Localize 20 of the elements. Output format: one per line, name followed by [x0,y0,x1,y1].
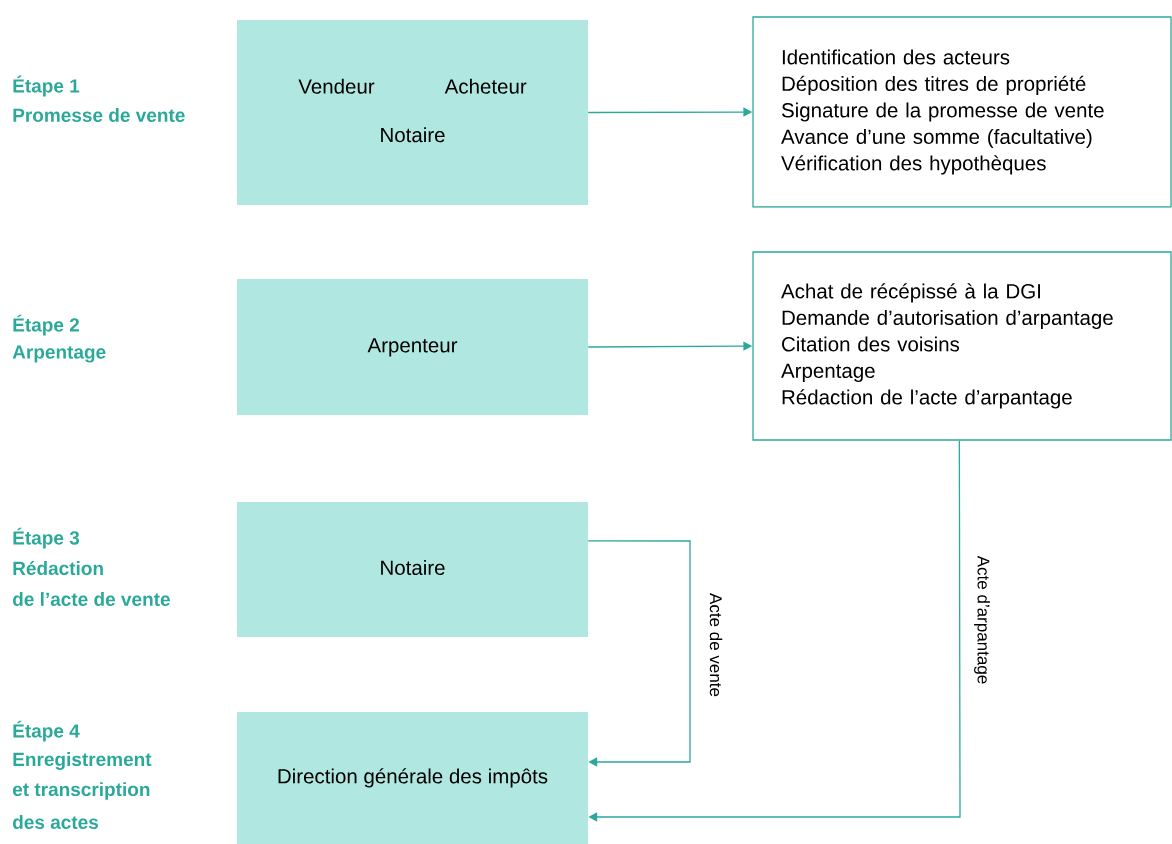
edge-label: Acte de vente [708,592,724,698]
actor-box: Arpenteur [237,279,588,415]
actor-box: Notaire [237,502,588,637]
stage-label: de l’acte de vente [13,592,170,606]
stage-label: Promesse de vente [13,108,185,122]
actor-box: Direction générale des impôts [237,712,588,844]
stage-label: Rédaction [13,560,103,576]
stage-label: et transcription [12,782,150,800]
edge-label: Acte d’arpantage [973,554,991,686]
stage-label: Étape 2 [13,314,79,336]
actor-box: Vendeur Acheteur Notaire [237,20,588,205]
stage-label: Étape 3 [13,527,80,549]
stage-label: Étape 1 [13,75,80,97]
stage-label: des actes [13,815,98,829]
task-list-box: Achat de récépissé à la DGI Demande d’autorisation d’arpantage Citation des voisins Arpentage Rédaction de l’acte d’arpantage [752,251,1172,441]
arrow [587,540,691,767]
stage-label: Enregistrement [13,752,152,770]
task-list-box: Identification des acteurs Déposition des titres de propriété Signature de la promesse de vente Avance d’une somme (facultative) Vérification des hypothèques [752,16,1172,208]
stage-label: Étape 4 [13,720,80,742]
stage-label: Arpentage [12,345,106,363]
